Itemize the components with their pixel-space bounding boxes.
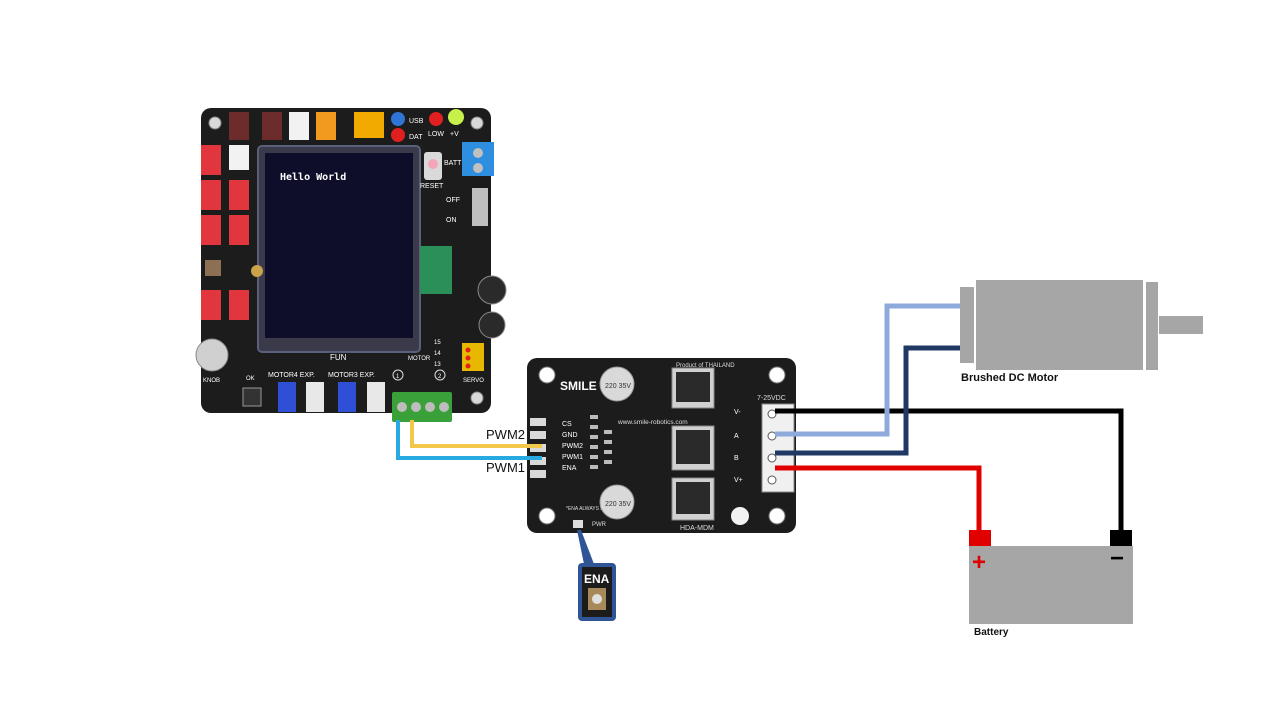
wire-pwm2 — [410, 420, 542, 448]
batt-silk: BATT — [444, 160, 462, 167]
pin-gnd-label: GND — [562, 432, 578, 439]
pwm2-label: PWM2 — [486, 427, 525, 442]
battery-plus-symbol: + — [972, 549, 986, 576]
ena-jumper — [573, 520, 583, 528]
lcd-hello-text: Hello World — [280, 172, 346, 183]
voltage-silk: 7-25VDC — [757, 395, 786, 402]
url-silk: www.smile-robotics.com — [617, 419, 688, 426]
wires — [396, 303, 1124, 530]
lcd-screen: Hello World — [257, 145, 421, 353]
pin-ena-label: ENA — [562, 465, 577, 472]
ena-callout-label: ENA — [584, 572, 610, 586]
wire-pwm1 — [396, 420, 542, 460]
sv14-silk: 14 — [434, 351, 441, 357]
pwr-silk: PWR — [592, 522, 607, 528]
on-silk: ON — [446, 217, 457, 224]
wire-red-vplus — [775, 465, 982, 530]
term-b-label: B — [734, 455, 739, 462]
motor-label: Brushed DC Motor — [961, 372, 1059, 384]
dat-silk: DAT — [409, 134, 423, 141]
motor-driver-board: SMILE Product of THAILAND www.smile-robo… — [527, 358, 796, 533]
servo-silk: SERVO — [463, 378, 484, 384]
reset-silk: RESET — [420, 183, 444, 190]
ch1-silk: 1 — [396, 374, 400, 380]
battery: + − — [969, 530, 1133, 624]
pin-pwm2-label: PWM2 — [562, 443, 583, 450]
ok-silk: OK — [246, 376, 255, 382]
capacitor-top-label: 220 35V — [605, 383, 631, 390]
wire-motor-b — [775, 345, 962, 456]
sv15-silk: 15 — [434, 340, 441, 346]
capacitor-bottom-label: 220 35V — [605, 501, 631, 508]
jumper-note-silk: *ENA ALWAYS HIGH — [566, 506, 613, 512]
motor3-silk: MOTOR3 EXP. — [328, 372, 375, 379]
knob-silk: KNOB — [203, 378, 220, 384]
sv13-silk: 13 — [434, 362, 441, 368]
term-a-label: A — [734, 433, 739, 440]
motor-terminal-block — [392, 392, 452, 422]
low-silk: LOW — [428, 131, 444, 138]
term-vminus-label: V- — [734, 409, 741, 416]
product-of-silk: Product of THAILAND — [676, 363, 735, 369]
usb-silk: USB — [409, 118, 424, 125]
vplus-silk: +V — [450, 131, 459, 138]
pin-cs-label: CS — [562, 421, 572, 428]
motor-silk: MOTOR — [408, 356, 431, 362]
brushed-dc-motor — [960, 280, 1203, 370]
model-silk: HDA-MDM — [680, 525, 714, 532]
term-vplus-label: V+ — [734, 477, 743, 484]
controller-board: USB DAT LOW +V BATT Hello World RESET OF… — [195, 108, 507, 422]
ena-callout: ENA — [577, 530, 616, 621]
motor4-silk: MOTOR4 EXP. — [268, 372, 315, 379]
battery-label: Battery — [974, 627, 1009, 638]
power-terminal-block — [761, 403, 795, 493]
ch2-silk: 2 — [438, 374, 442, 380]
pin-pwm1-label: PWM1 — [562, 454, 583, 461]
battery-minus-symbol: − — [1110, 545, 1124, 572]
capacitor-top: 220 35V — [599, 366, 635, 402]
capacitor-bottom: 220 35V — [599, 484, 635, 520]
brand-silk: SMILE — [560, 379, 597, 393]
fun-silk: FUN — [330, 353, 347, 362]
wire-black-gnd — [775, 408, 1124, 530]
pwm1-label: PWM1 — [486, 460, 525, 475]
off-silk: OFF — [446, 197, 460, 204]
wire-motor-a — [775, 303, 962, 437]
